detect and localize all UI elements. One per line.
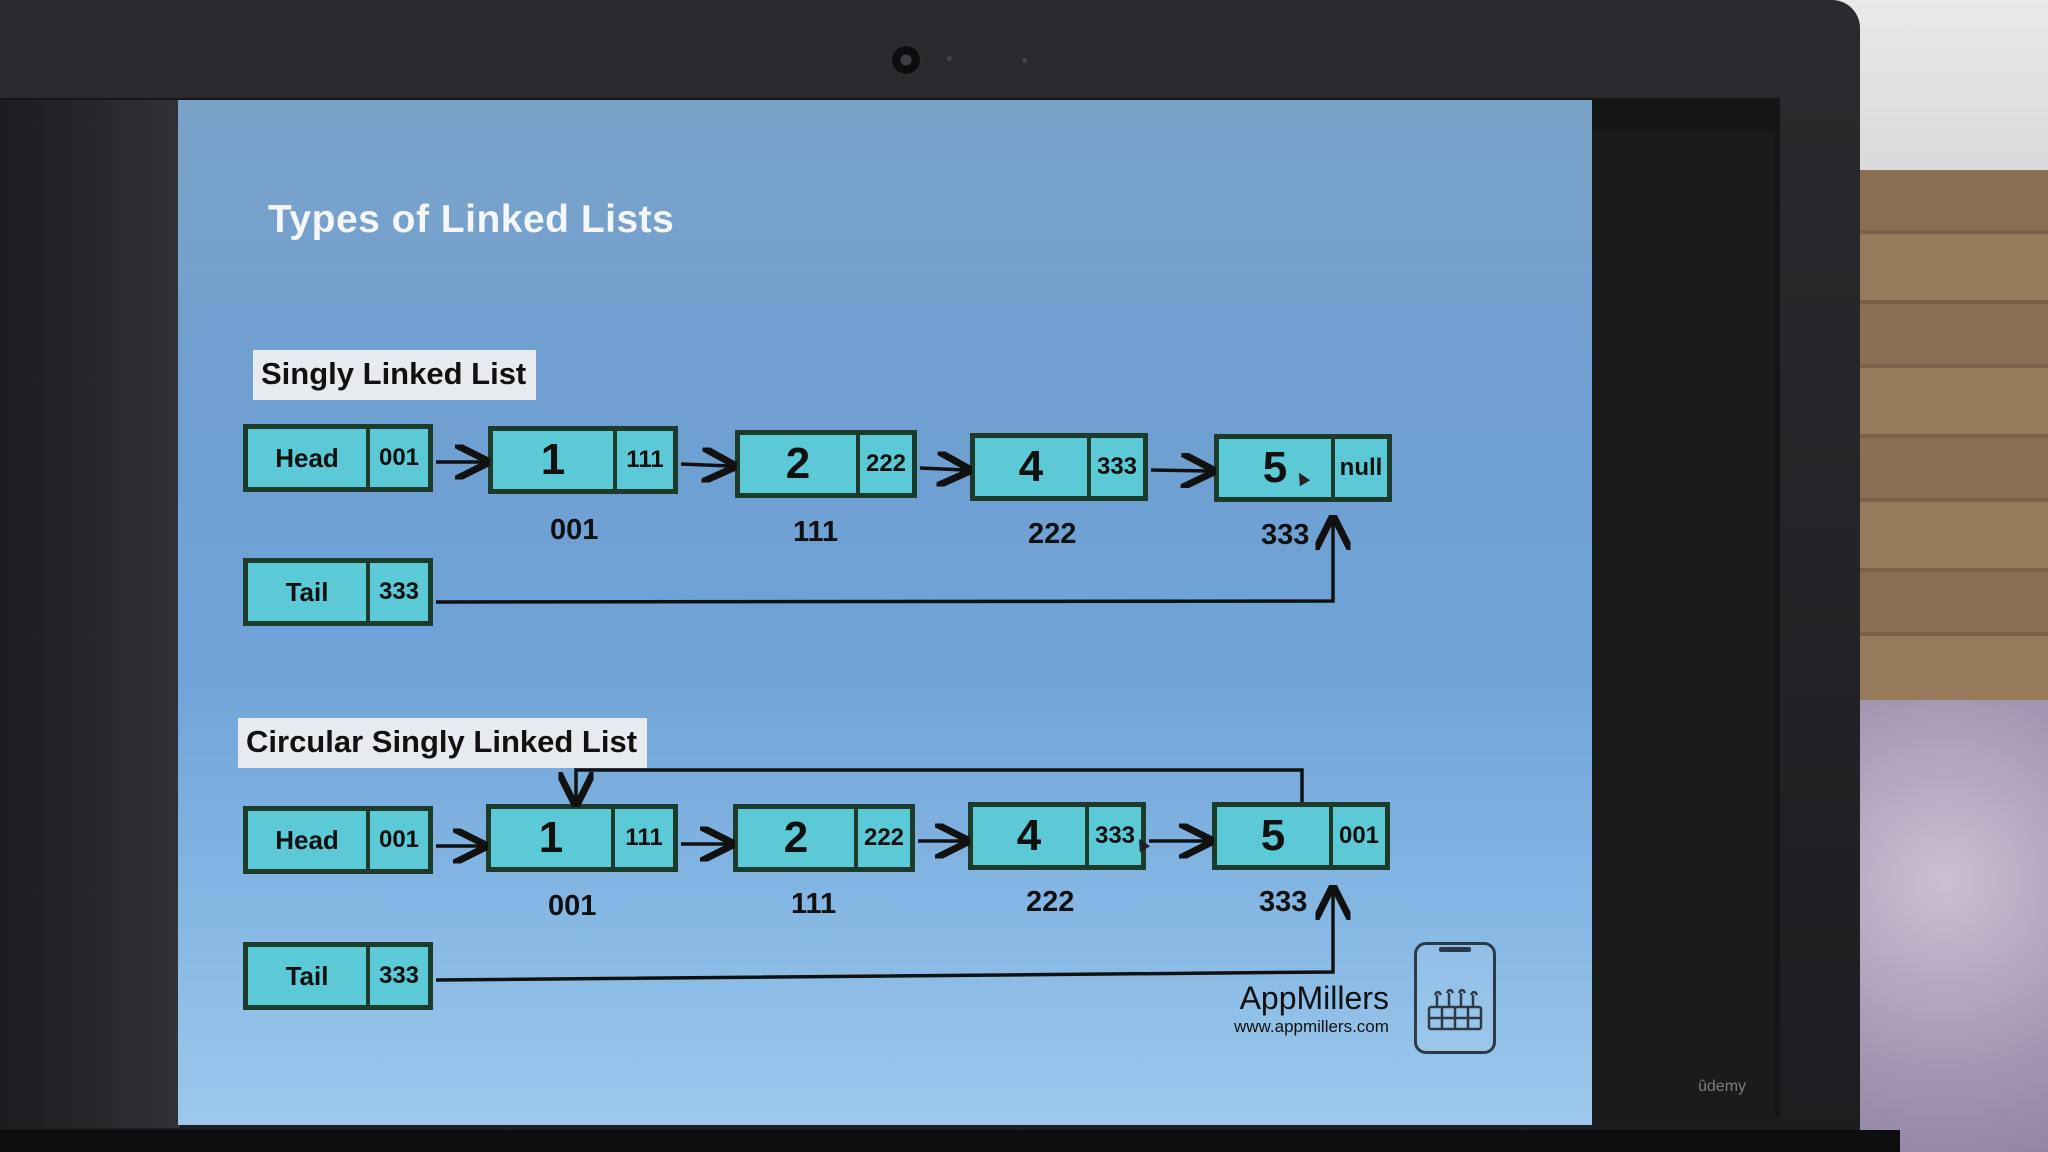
node-next-pointer: 333 <box>1094 822 1136 849</box>
node-next-pointer: null <box>1339 454 1383 481</box>
camera-light-dot <box>1022 58 1027 63</box>
node-address: 333 <box>1259 886 1308 918</box>
node-address: 222 <box>1026 886 1075 918</box>
tail-label: Tail <box>248 947 370 1005</box>
node-address: 333 <box>1261 519 1310 551</box>
list-node: 4 333 <box>970 433 1148 501</box>
list-node: 1 111 <box>488 426 678 494</box>
tail-pointer-arrow <box>435 522 1333 604</box>
tail-label: Tail <box>248 563 370 621</box>
head-label: Head <box>248 429 370 487</box>
screen-left-shadow <box>0 100 180 1128</box>
section-label-circular: Circular Singly Linked List <box>238 718 648 768</box>
camera-sensor-dot <box>947 56 952 61</box>
brand-name: AppMillers <box>1239 980 1389 1016</box>
node-next-pointer: 111 <box>626 446 664 473</box>
udemy-watermark: ûdemy <box>1698 1078 1747 1095</box>
laptop-hinge <box>0 1130 1900 1152</box>
node-address: 001 <box>548 890 597 922</box>
tail-pointer: 333 <box>378 962 420 989</box>
node-value: 2 <box>740 435 860 493</box>
brand-url: www.appmillers.com <box>1234 1017 1389 1036</box>
list-node: 4 333 <box>968 802 1146 870</box>
section-label-singly: Singly Linked List <box>253 350 537 400</box>
node-next-pointer: 222 <box>865 450 907 477</box>
lecture-slide: Types of Linked Lists Singly Linked List… <box>178 100 1592 1125</box>
head-pointer: 001 <box>378 826 420 853</box>
head-node: Head 001 <box>243 424 433 492</box>
head-node: Head 001 <box>243 806 433 874</box>
node-value: 1 <box>491 809 615 867</box>
node-next-pointer: 333 <box>1096 453 1138 480</box>
node-next-pointer: 001 <box>1338 822 1380 849</box>
connector-arrows <box>435 100 1592 982</box>
list-node: 5 001 <box>1212 802 1390 870</box>
laptop-lid: Types of Linked Lists Singly Linked List… <box>0 0 1860 1152</box>
node-value: 4 <box>973 807 1089 865</box>
list-node: 5 null <box>1214 434 1392 502</box>
head-label: Head <box>248 811 370 869</box>
node-value: 1 <box>493 431 617 489</box>
slide-title: Types of Linked Lists <box>268 198 675 241</box>
pointer-arrow <box>680 464 730 466</box>
node-address: 111 <box>791 888 837 920</box>
list-node: 2 222 <box>735 430 917 498</box>
node-value: 5 <box>1219 439 1335 497</box>
circular-back-arrow <box>576 768 1304 802</box>
tail-node: Tail 333 <box>243 558 433 626</box>
list-node: 1 111 <box>486 804 678 872</box>
screen-right-margin <box>1590 130 1775 1120</box>
tail-node: Tail 333 <box>243 942 433 1010</box>
node-next-pointer: 111 <box>625 824 663 851</box>
webcam-icon <box>890 44 922 76</box>
node-address: 001 <box>550 514 599 546</box>
list-node: 2 222 <box>733 804 915 872</box>
node-next-pointer: 222 <box>863 824 905 851</box>
node-value: 5 <box>1217 807 1333 865</box>
pointer-arrow <box>1150 470 1209 471</box>
head-pointer: 001 <box>378 444 420 471</box>
brand-block: AppMillers www.appmillers.com <box>1234 980 1389 1037</box>
node-value: 2 <box>738 809 858 867</box>
node-value: 4 <box>975 438 1091 496</box>
pointer-arrow <box>919 468 965 470</box>
node-address: 222 <box>1028 518 1077 550</box>
tail-pointer: 333 <box>378 578 420 605</box>
tail-pointer-arrow <box>435 892 1333 982</box>
node-address: 111 <box>793 516 839 548</box>
appmillers-logo-icon <box>1414 942 1496 1054</box>
